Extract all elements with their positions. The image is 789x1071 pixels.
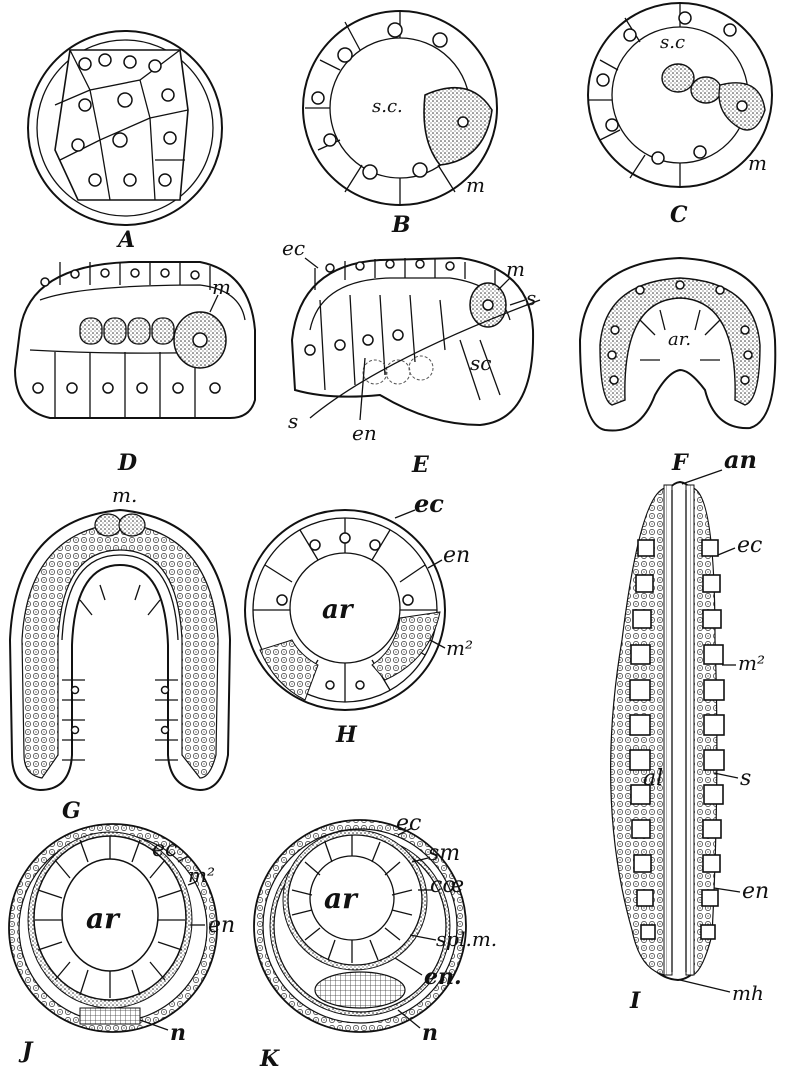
caption-h: H [335,722,358,748]
figure-a: A [28,31,222,253]
label-j-ar: ar [86,902,121,935]
label-i-al: al [643,766,663,791]
label-j-en: en [208,913,235,938]
caption-f: F [671,450,689,476]
label-j-m2: m² [188,863,215,887]
label-j-ec: ec [152,837,177,862]
caption-j: J [18,1038,34,1064]
label-e-s-upper: s [526,286,536,310]
figure-d: m D [15,262,255,476]
figure-c: s.c m C [588,3,772,228]
label-e-sc: sc [470,351,491,375]
label-k-coe: cœ [430,873,464,898]
label-i-en: en [742,879,769,904]
label-k-en: en. [424,964,462,990]
label-h-ec: ec [414,489,444,518]
label-j-n: n [170,1020,186,1046]
label-e-s-lower: s [288,409,298,433]
figure-i: an ec m² al s en mh I [611,445,770,1014]
label-i-ec: ec [737,533,762,558]
figure-f: ar. F [580,258,775,476]
label-g-m: m. [112,483,137,507]
caption-b: B [391,212,411,238]
label-i-s: s [740,766,751,791]
label-b-m: m [466,173,485,197]
label-k-splm: spl.m. [436,927,497,951]
figure-j: ec m² ar en n J [9,824,235,1064]
caption-c: C [670,202,688,228]
label-k-ec: ec [396,811,421,836]
caption-i: I [629,988,641,1014]
label-f-ar: ar. [668,329,691,350]
figure-h: ec en ar m² H [245,489,473,748]
label-d-m: m [212,275,231,299]
label-h-m2: m² [446,636,473,660]
caption-a: A [116,227,135,253]
caption-k: K [259,1046,280,1071]
figure-k: ec sm cœ ar spl.m. en. n K [254,811,497,1071]
label-i-mh: mh [732,981,764,1005]
label-k-sm: sm [428,841,460,866]
figure-b: s.c. m B [303,11,497,238]
figure-a-cells [55,50,188,200]
label-b-sc: s.c. [372,96,403,117]
label-i-an: an [724,445,757,474]
label-c-sc: s.c [660,32,685,53]
caption-d: D [117,450,137,476]
label-i-m2: m² [738,651,765,675]
figure-e: ec m s sc en s E [282,236,540,478]
caption-e: E [411,452,430,478]
label-k-n: n [422,1020,438,1046]
label-k-ar: ar [324,882,359,915]
label-c-m: m [748,151,767,175]
label-e-ec: ec [282,236,305,260]
label-h-ar: ar [322,595,355,625]
label-e-m: m [506,257,525,281]
caption-g: G [62,798,81,824]
label-h-en: en [443,543,470,568]
figure-g: m. G [10,483,230,824]
label-e-en: en [352,421,377,445]
